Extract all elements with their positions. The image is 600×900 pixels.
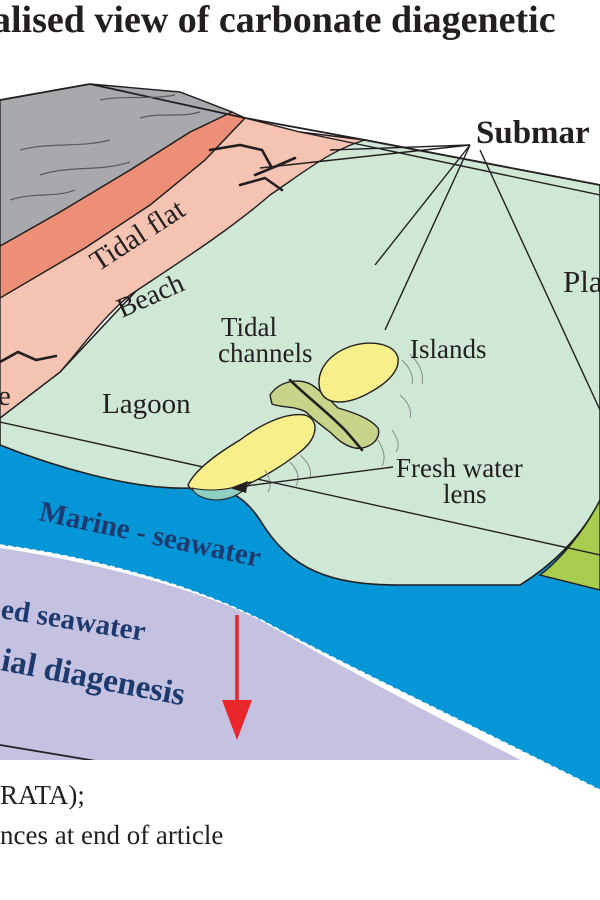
label-lagoon: Lagoon bbox=[102, 388, 191, 420]
tidal-channel-axis bbox=[288, 378, 364, 452]
fresh-water-lens bbox=[191, 480, 252, 501]
fresh-water-lens-pointer bbox=[237, 466, 394, 488]
hinterland-texture bbox=[9, 94, 201, 201]
tidal-flat-zone bbox=[0, 117, 366, 419]
platform-margin bbox=[538, 499, 600, 591]
label-tidal-channels-line1: Tidal bbox=[221, 312, 277, 342]
submarine-leader-lines bbox=[259, 144, 600, 411]
diagram-title: alised view of carbonate diagenetic bbox=[0, 0, 556, 41]
label-tidal-channels-line2: channels bbox=[218, 338, 312, 368]
marine-seawater-zone bbox=[0, 445, 600, 790]
island-upper bbox=[318, 342, 399, 403]
block-top-edge bbox=[0, 83, 600, 186]
desiccation-cracks bbox=[0, 143, 297, 364]
tidal-channel bbox=[269, 380, 380, 449]
fresh-water-lens-arrowhead bbox=[230, 481, 248, 493]
burial-direction-arrowhead bbox=[222, 700, 252, 740]
label-e-fragment: e bbox=[0, 380, 11, 412]
water-ripples bbox=[264, 353, 423, 493]
seawater-interface-line bbox=[0, 544, 600, 791]
footnote-line-2: nces at end of article bbox=[0, 820, 224, 850]
label-fresh-water-lens-line2: lens bbox=[443, 479, 487, 509]
label-platform: Pla bbox=[563, 264, 600, 299]
block-perspective-lines bbox=[0, 131, 600, 556]
label-islands: Islands bbox=[410, 334, 487, 364]
label-submarine: Submar bbox=[476, 115, 590, 151]
footnote-area bbox=[0, 760, 600, 900]
label-fresh-water-lens-line1: Fresh water bbox=[396, 453, 523, 483]
footnote-line-1: RATA); bbox=[0, 780, 85, 810]
